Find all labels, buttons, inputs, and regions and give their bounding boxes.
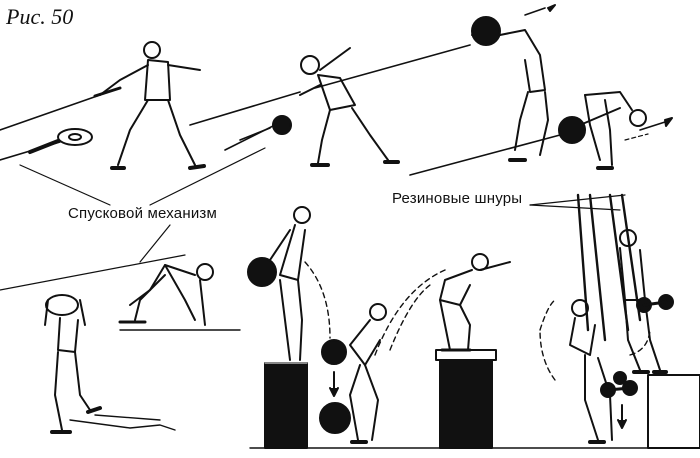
elastic-lines-top — [0, 44, 561, 176]
figure-label: Рис. 50 — [6, 4, 74, 29]
medicine-ball-icon — [471, 16, 501, 46]
ball-mid-icon — [321, 339, 347, 365]
trajectory-dashes — [304, 261, 651, 381]
box-far-right — [647, 374, 700, 449]
discus-icon — [28, 128, 93, 154]
box-right — [435, 349, 497, 449]
athlete-cord-squat — [569, 299, 613, 444]
trigger-mechanism-label: Спусковой механизм — [68, 205, 218, 222]
athlete-shotput — [224, 47, 400, 167]
athlete-bent — [579, 91, 673, 170]
athlete-cord-stand — [619, 229, 668, 374]
athlete-bottom-left — [44, 294, 176, 434]
athlete-sprinter — [118, 263, 241, 331]
ball-low-icon — [319, 402, 351, 434]
box-left — [264, 362, 308, 449]
athlete-box-squat — [349, 303, 387, 444]
ball-bent-icon — [558, 116, 586, 144]
athlete-discus — [93, 41, 206, 170]
dumbbell-upper-icon — [636, 294, 674, 313]
athlete-box-stand — [269, 206, 311, 361]
rubber-cords-label: Резиновые шнуры — [392, 190, 523, 207]
athlete-box-jump — [439, 253, 511, 352]
ball-high-icon — [247, 257, 277, 287]
trigger-pointer-lines — [0, 147, 266, 291]
rubber-cords — [576, 193, 642, 342]
dumbbell-lower-icon — [600, 371, 638, 398]
shot-ball-icon — [272, 115, 292, 135]
